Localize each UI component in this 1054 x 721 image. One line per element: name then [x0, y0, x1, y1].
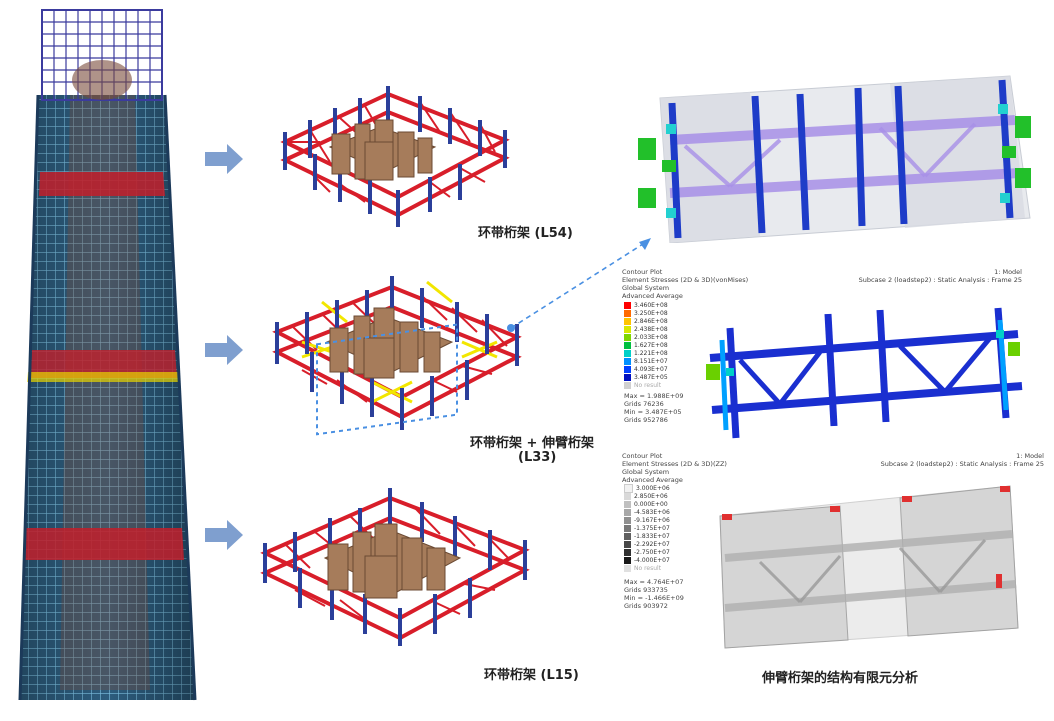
callout-arrow — [507, 238, 651, 332]
contour1-header: Contour Plot Element Stresses (2D & 3D)(… — [622, 268, 748, 300]
legend-value: -2.292E+07 — [634, 540, 670, 548]
legend-value: 4.093E+07 — [634, 365, 668, 373]
contour1-stat-grids-min: Grids 952786 — [624, 416, 668, 424]
legend-value: 3.460E+08 — [634, 301, 668, 309]
label-truss-l15: 环带桁架 (L15) — [484, 668, 579, 683]
contour1-header-line2: Element Stresses (2D & 3D)(vonMises) — [622, 276, 749, 284]
contour2-model-info: 1: Model Subcase 2 (loadstep2) : Static … — [881, 452, 1044, 468]
legend-no-result: No result — [634, 381, 662, 389]
legend-value: 3.000E+06 — [636, 484, 670, 492]
legend-value: 8.151E+07 — [634, 357, 668, 365]
contour1-model-line2: Subcase 2 (loadstep2) : Static Analysis … — [858, 276, 1022, 284]
legend-value: 1.627E+08 — [634, 341, 668, 349]
contour1-model-info: 1: Model Subcase 2 (loadstep2) : Static … — [859, 268, 1022, 284]
contour1-header-line3: Global System — [622, 284, 670, 292]
contour2-stats: Max = 4.764E+07 Grids 933735 Min = -1.46… — [624, 578, 684, 610]
legend-value: -9.167E+06 — [634, 516, 670, 524]
contour1-header-line1: Contour Plot — [622, 268, 663, 276]
contour2-stat-grids-max: Grids 933735 — [624, 586, 668, 594]
outrigger-truss-render — [638, 75, 1031, 243]
legend-value: -4.583E+06 — [634, 508, 670, 516]
legend-value: -4.000E+07 — [634, 556, 670, 564]
contour2-stress-model — [719, 485, 1019, 649]
contour2-stat-max: Max = 4.764E+07 — [624, 578, 684, 586]
legend-value: 2.438E+08 — [634, 325, 668, 333]
legend-value: -1.375E+07 — [634, 524, 670, 532]
ring-outrigger-truss-l33-model — [272, 276, 522, 436]
legend-value: 2.850E+06 — [634, 492, 668, 500]
legend-value: 3.250E+08 — [634, 309, 668, 317]
contour2-header-line4: Advanced Average — [622, 476, 683, 484]
contour1-legend: 3.460E+08 3.250E+08 2.846E+08 2.438E+08 … — [624, 301, 668, 389]
legend-value: -1.833E+07 — [634, 532, 670, 540]
contour1-model-line1: 1: Model — [994, 268, 1022, 276]
contour2-stat-grids-min: Grids 903972 — [624, 602, 668, 610]
legend-value: 1.221E+08 — [634, 349, 668, 357]
contour2-legend: 3.000E+06 2.850E+06 0.000E+00 -4.583E+06… — [624, 483, 670, 572]
legend-value: 2.846E+08 — [634, 317, 668, 325]
label-fea-caption: 伸臂桁架的结构有限元分析 — [762, 671, 919, 686]
contour1-stat-max: Max = 1.988E+09 — [624, 392, 684, 400]
legend-value: 3.487E+05 — [634, 373, 668, 381]
contour2-header-line2: Element Stresses (2D & 3D)(ZZ) — [622, 460, 727, 468]
contour1-header-line4: Advanced Average — [622, 292, 683, 300]
tower-diagram — [18, 9, 197, 701]
contour1-stats: Max = 1.988E+09 Grids 76236 Min = 3.487E… — [624, 392, 683, 424]
label-truss-l54: 环带桁架 (L54) — [478, 226, 573, 241]
label-truss-l33-line2: (L33) — [518, 450, 557, 465]
contour2-model-line1: 1: Model — [1016, 452, 1044, 460]
contour2-header: Contour Plot Element Stresses (2D & 3D)(… — [622, 452, 727, 484]
label-truss-l33-line1: 环带桁架 + 伸臂桁架 — [470, 436, 594, 451]
ring-truss-l15-model — [260, 488, 530, 646]
contour2-header-line1: Contour Plot — [622, 452, 663, 460]
contour2-header-line3: Global System — [622, 468, 670, 476]
legend-value: 0.000E+00 — [634, 500, 668, 508]
arrow-icon — [205, 144, 243, 174]
ring-truss-l54-model — [280, 86, 510, 227]
arrow-icon — [205, 520, 243, 550]
contour2-stat-min: Min = -1.466E+09 — [624, 594, 684, 602]
contour1-stat-min: Min = 3.487E+05 — [624, 408, 682, 416]
contour1-stat-grids-max: Grids 76236 — [624, 400, 664, 408]
legend-value: 2.033E+08 — [634, 333, 668, 341]
legend-value: -2.750E+07 — [634, 548, 670, 556]
contour1-stress-model — [706, 307, 1023, 439]
arrow-icon — [205, 335, 243, 365]
legend-no-result: No result — [634, 564, 662, 572]
contour2-model-line2: Subcase 2 (loadstep2) : Static Analysis … — [880, 460, 1044, 468]
